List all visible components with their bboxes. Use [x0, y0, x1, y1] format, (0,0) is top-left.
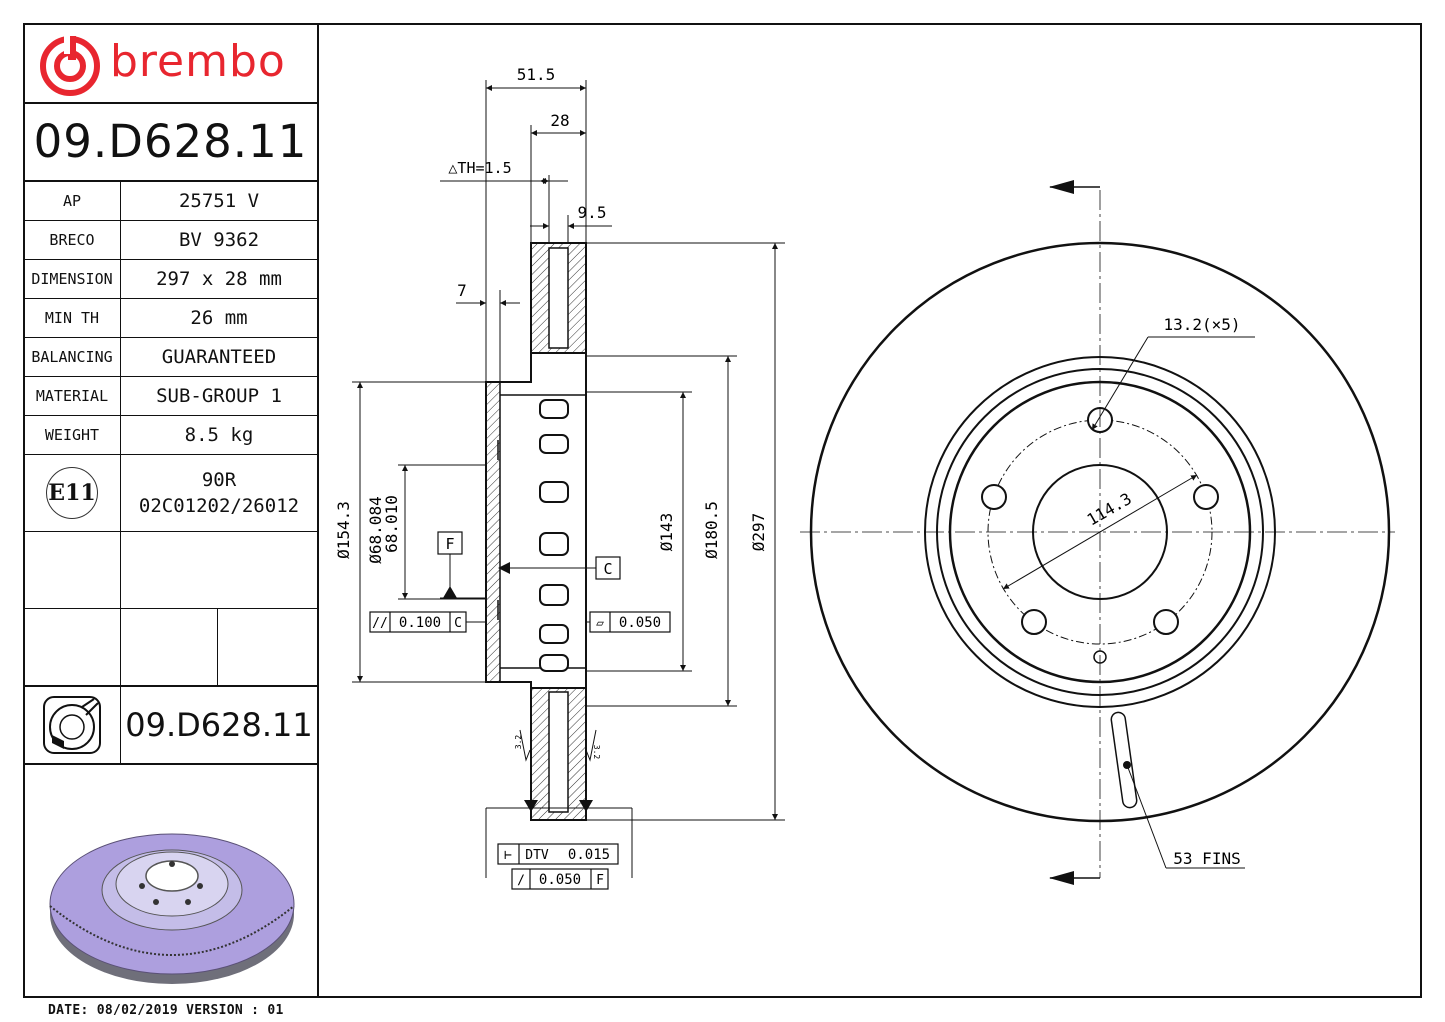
e11-mark-icon: E11 [46, 467, 98, 519]
date-version-footer: DATE: 08/02/2019 VERSION : 01 [48, 1003, 284, 1018]
sheet-border [23, 23, 1422, 998]
parallelism-icon: // [372, 616, 388, 631]
dim-hat: 7 [457, 281, 467, 300]
spec-value: 297 x 28 mm [156, 268, 282, 290]
runout-icon: ∕ [517, 873, 525, 888]
part-number-footer: 09.D628.11 [125, 706, 313, 744]
blank-cell [24, 609, 121, 685]
spec-value: GUARANTEED [161, 346, 277, 368]
spec-row-breco: BRECO BV 9362 [24, 221, 317, 260]
dtv-label: DTV [525, 848, 549, 863]
spec-row-dimension: DIMENSION 297 x 28 mm [24, 260, 317, 299]
spec-row-material: MATERIAL SUB-GROUP 1 [24, 377, 317, 416]
dim-fins: 53 FINS [1173, 849, 1240, 868]
brand-name: brembo [110, 36, 286, 87]
spec-row-ap: AP 25751 V [24, 182, 317, 221]
dim-pcd: 114.3 [1084, 489, 1135, 530]
spec-row-weight: WEIGHT 8.5 kg [24, 416, 317, 455]
homologation-values: 90R 02C01202/26012 [121, 455, 317, 531]
spec-value: 26 mm [190, 307, 248, 329]
tol-parallel-value: 0.100 [399, 615, 441, 631]
front-view [800, 180, 1395, 885]
part-number-header: 09.D628.11 [24, 104, 317, 182]
runout-ref: F [596, 873, 604, 888]
spec-panel: brembo 09.D628.11 AP 25751 V BRECO BV 93… [24, 24, 319, 997]
datum-c-label: C [603, 560, 612, 578]
homologation-line2: 02C01202/26012 [138, 495, 300, 517]
homologation-line1: 90R [201, 469, 237, 491]
dim-delta-th: △TH=1.5 [448, 159, 511, 177]
cell-divider [217, 609, 218, 685]
dtv-icon: ⊢ [504, 848, 512, 863]
dim-d180: Ø180.5 [702, 501, 721, 559]
blank-cell [24, 532, 121, 608]
blank-row-1 [24, 532, 317, 609]
tol-flat-value: 0.050 [619, 615, 661, 631]
brembo-logo-icon [40, 36, 100, 96]
spec-value: SUB-GROUP 1 [156, 385, 282, 407]
spec-label: AP [24, 182, 121, 220]
spec-row-homologation: E11 90R 02C01202/26012 [24, 455, 317, 532]
blank-row-2 [24, 609, 317, 687]
dim-thickness: 28 [550, 111, 569, 130]
spec-value: BV 9362 [178, 229, 260, 251]
flatness-icon: ▱ [596, 616, 604, 631]
dim-friction-ring: 9.5 [578, 203, 607, 222]
spec-value: 25751 V [178, 190, 260, 212]
dtv-value: 0.015 [568, 847, 610, 863]
dim-d154: Ø154.3 [334, 501, 353, 559]
dim-d68084: Ø68.084 [366, 496, 385, 563]
spec-label: DIMENSION [24, 260, 121, 298]
tol-parallel-ref: C [454, 616, 462, 631]
part-number-footer-row [24, 687, 317, 765]
roughness-right: 3.2 [592, 745, 601, 760]
spec-label: WEIGHT [24, 416, 121, 454]
spec-label: MATERIAL [24, 377, 121, 415]
datum-f-label: F [445, 535, 454, 553]
dim-d143: Ø143 [657, 513, 676, 552]
homologation-mark-cell: E11 [24, 455, 121, 531]
disc-3d-illustration [49, 833, 295, 984]
dim-d68010: 68.010 [382, 495, 401, 553]
disc-icon-cell [24, 687, 121, 763]
dim-d297: Ø297 [749, 513, 768, 552]
spec-row-balancing: BALANCING GUARANTEED [24, 338, 317, 377]
spec-label: MIN TH [24, 299, 121, 337]
spec-label: BRECO [24, 221, 121, 259]
brand-logo: brembo [24, 24, 317, 104]
dim-holes: 13.2(×5) [1163, 315, 1240, 334]
spec-row-min-th: MIN TH 26 mm [24, 299, 317, 338]
runout-value: 0.050 [539, 872, 581, 888]
spec-value: 8.5 kg [184, 424, 254, 446]
dim-overall-width: 51.5 [517, 65, 556, 84]
spec-label: BALANCING [24, 338, 121, 376]
roughness-left: 3.2 [514, 735, 523, 750]
brake-disc-icon [43, 696, 101, 754]
cross-section-view [352, 80, 785, 890]
